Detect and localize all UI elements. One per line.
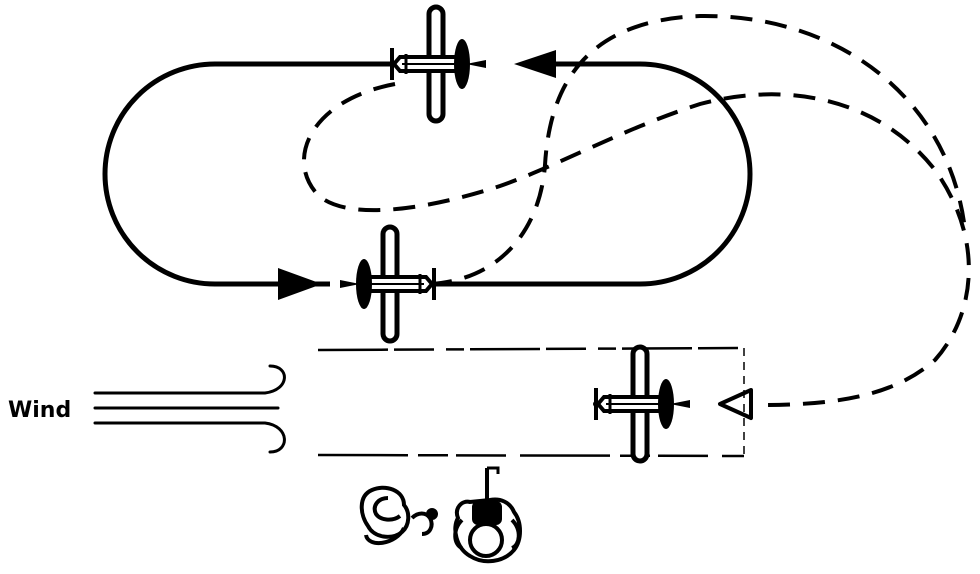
- runway: [317, 346, 745, 458]
- upwind-arrow-icon: [514, 50, 556, 78]
- airplane-landing-icon: [593, 347, 690, 461]
- observer-with-radio-icon: [359, 485, 438, 545]
- traffic-pattern-oval: [102, 61, 753, 287]
- wind-label: Wind: [8, 398, 71, 423]
- observer-with-transmitter-icon: [453, 466, 522, 564]
- entry-arrow-icon: [718, 388, 753, 420]
- airplane-base-icon: [340, 227, 437, 341]
- dashed-flight-path: [302, 13, 971, 407]
- wind-arrows-icon: [93, 364, 286, 454]
- downwind-arrow-icon: [278, 268, 322, 300]
- airplane-top-icon: [389, 7, 486, 121]
